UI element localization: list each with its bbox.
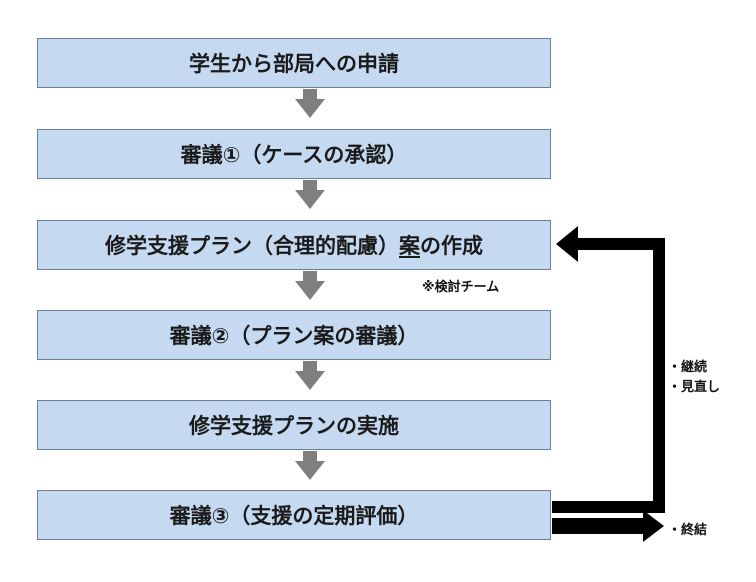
down-arrow bbox=[295, 361, 325, 390]
feedback-loop-arrow bbox=[552, 226, 665, 513]
review-team-note: ※検討チーム bbox=[422, 280, 500, 295]
down-arrow bbox=[295, 271, 325, 300]
termination-arrow bbox=[552, 510, 664, 542]
step-label: 審議③（支援の定期評価） bbox=[169, 504, 419, 528]
loop-label-revise: ・見直し bbox=[668, 380, 721, 395]
step-review-3: 審議③（支援の定期評価） bbox=[37, 490, 551, 540]
step-review-2: 審議②（プラン案の審議） bbox=[37, 310, 551, 360]
loop-label-continue: ・継続 bbox=[668, 360, 708, 375]
step-label: 学生から部局への申請 bbox=[189, 52, 399, 76]
step-label: 審議②（プラン案の審議） bbox=[169, 324, 419, 348]
step-label-part: 修学支援プラン（合理的配慮） bbox=[105, 234, 399, 258]
step-label: 修学支援プランの実施 bbox=[189, 414, 399, 438]
step-label-underlined: 案 bbox=[399, 234, 420, 258]
step-review-1: 審議①（ケースの承認） bbox=[37, 129, 551, 179]
down-arrow bbox=[295, 451, 325, 480]
step-label-part: の作成 bbox=[420, 234, 483, 258]
step-application: 学生から部局への申請 bbox=[37, 38, 551, 88]
end-label: ・終結 bbox=[668, 523, 708, 538]
down-arrow bbox=[295, 180, 325, 209]
down-arrow bbox=[295, 89, 325, 118]
step-plan-draft: 修学支援プラン（合理的配慮）案の作成 bbox=[37, 220, 551, 270]
step-label: 審議①（ケースの承認） bbox=[180, 143, 408, 167]
step-implementation: 修学支援プランの実施 bbox=[37, 400, 551, 450]
step-label: 修学支援プラン（合理的配慮）案の作成 bbox=[105, 230, 483, 260]
